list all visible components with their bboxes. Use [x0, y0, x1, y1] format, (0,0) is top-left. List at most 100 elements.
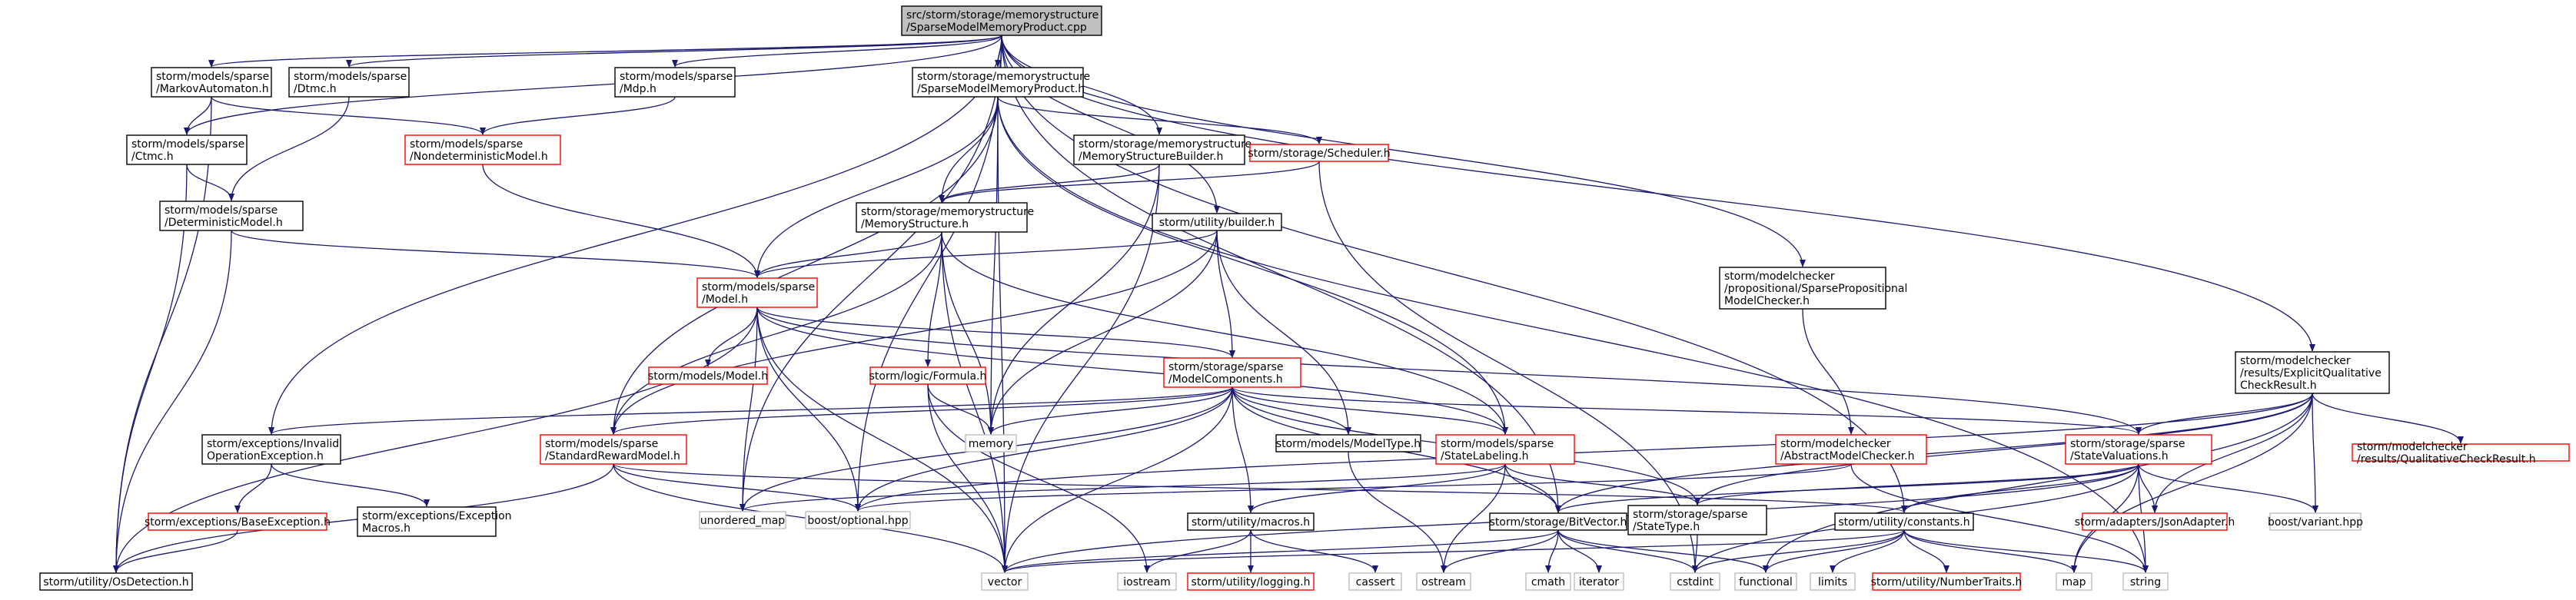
node-osdet[interactable]: storm/utility/OsDetection.h: [39, 572, 193, 591]
node-ms-box: [856, 202, 1028, 233]
node-ostream-label-line-0: ostream: [1421, 576, 1466, 588]
edge-ms-to-memory: [941, 231, 994, 435]
node-umap-label-line-0: unordered_map: [700, 515, 785, 527]
node-umap[interactable]: unordered_map: [699, 511, 786, 529]
node-stype-label-line-1: /StateType.h: [1633, 521, 1700, 533]
node-cstdint-label-line-0: cstdint: [1677, 576, 1713, 588]
node-markov[interactable]: storm/models/sparse/MarkovAutomaton.h: [151, 67, 272, 98]
node-det[interactable]: storm/models/sparse/DeterministicModel.h: [159, 201, 304, 231]
node-boptional[interactable]: boost/optional.hpp: [805, 511, 911, 529]
node-qcr[interactable]: storm/modelchecker/results/QualitativeCh…: [2352, 441, 2570, 466]
node-jsonad[interactable]: storm/adapters/JsonAdapter.h: [2075, 512, 2235, 531]
node-ms-label-line-1: /MemoryStructure.h: [861, 218, 969, 230]
edge-bitvector-to-vector: [1002, 529, 1559, 573]
node-mc[interactable]: storm/storage/sparse/ModelComponents.h: [1163, 357, 1301, 388]
node-formula[interactable]: storm/logic/Formula.h: [869, 366, 987, 385]
node-logging[interactable]: storm/utility/logging.h: [1187, 572, 1315, 591]
node-iterator[interactable]: iterator: [1574, 572, 1624, 591]
node-string[interactable]: string: [2122, 572, 2169, 591]
node-mtype-box: [1275, 434, 1421, 452]
edge-ctmc-to-det: [186, 164, 234, 201]
edge-ioe-to-baseex: [234, 463, 272, 513]
edge-formula-to-iostream: [927, 383, 1150, 573]
node-model[interactable]: storm/models/sparse/Model.h: [696, 277, 818, 308]
node-scheduler[interactable]: storm/storage/Scheduler.h: [1248, 144, 1391, 162]
node-sl[interactable]: storm/models/sparse/StateLabeling.h: [1435, 434, 1575, 465]
edge-markov-to-ctmc: [184, 96, 212, 135]
node-cstdint[interactable]: cstdint: [1670, 572, 1720, 591]
node-scheduler-box: [1249, 144, 1389, 162]
edge-bitvector-to-functional: [1557, 529, 1769, 573]
node-msb[interactable]: storm/storage/memorystructure/MemoryStru…: [1073, 134, 1251, 165]
node-map[interactable]: map: [2056, 572, 2092, 591]
node-cassert-box: [1348, 572, 1402, 591]
node-dtmc-label-line-0: storm/models/sparse: [294, 71, 407, 83]
edge-sl-to-macros: [1248, 463, 1506, 513]
node-sl-label-line-0: storm/models/sparse: [1441, 438, 1554, 450]
edge-mc-to-ioe: [268, 386, 1233, 435]
edge-builder-to-mc: [1216, 230, 1235, 358]
node-smmp_h[interactable]: storm/storage/memorystructure/SparseMode…: [912, 67, 1090, 98]
node-dtmc[interactable]: storm/models/sparse/Dtmc.h: [288, 67, 410, 98]
node-spmc[interactable]: storm/modelchecker/propositional/SparseP…: [1719, 267, 1907, 310]
edge-macros-to-iostream: [1144, 529, 1251, 573]
node-eqcr-label-line-2: CheckResult.h: [2240, 380, 2317, 392]
node-macros[interactable]: storm/utility/macros.h: [1187, 512, 1315, 531]
node-builder[interactable]: storm/utility/builder.h: [1152, 213, 1282, 231]
node-iostream-label-line-0: iostream: [1123, 576, 1171, 588]
edge-mc-to-boptional: [855, 386, 1233, 512]
node-mc-label-line-0: storm/storage/sparse: [1168, 361, 1284, 373]
edge-ms-to-srm: [610, 231, 942, 435]
node-bvariant[interactable]: boost/variant.hpp: [2268, 512, 2363, 531]
node-bitvector-label-line-0: storm/storage/BitVector.h: [1490, 516, 1627, 529]
node-stype[interactable]: storm/storage/sparse/StateType.h: [1627, 505, 1767, 535]
edge-ioe-to-exmacros: [271, 463, 430, 507]
node-model-label-line-1: /Model.h: [702, 293, 748, 306]
edge-constants-to-vector: [1002, 529, 1905, 573]
node-constants[interactable]: storm/utility/constants.h: [1834, 512, 1974, 531]
node-srm[interactable]: storm/models/sparse/StandardRewardModel.…: [540, 434, 687, 465]
node-sv[interactable]: storm/storage/sparse/StateValuations.h: [2065, 434, 2212, 465]
node-ostream[interactable]: ostream: [1416, 572, 1471, 591]
node-cassert[interactable]: cassert: [1348, 572, 1402, 591]
edge-scheduler-to-cstdint: [1318, 161, 1698, 573]
edge-spmc-to-amc: [1802, 308, 1854, 435]
edge-eqcr-to-sv: [2136, 393, 2313, 435]
node-limits-box: [1810, 572, 1856, 591]
node-det-label-line-0: storm/models/sparse: [165, 204, 278, 217]
node-numtraits[interactable]: storm/utility/NumberTraits.h: [1871, 572, 2023, 591]
node-baseex[interactable]: storm/exceptions/BaseException.h: [145, 512, 331, 531]
edge-constants-to-string: [1903, 529, 2149, 573]
node-ms[interactable]: storm/storage/memorystructure/MemoryStru…: [856, 202, 1034, 233]
node-nondet[interactable]: storm/models/sparse/NondeterministicMode…: [404, 134, 561, 165]
node-mdp[interactable]: storm/models/sparse/Mdp.h: [614, 67, 736, 98]
edge-dtmc-to-det: [228, 96, 350, 201]
node-cmath[interactable]: cmath: [1525, 572, 1571, 591]
edge-eqcr-to-jsonad: [2152, 393, 2313, 513]
edge-root-to-markov: [208, 35, 1002, 68]
edge-sl-to-umap: [740, 463, 1506, 512]
edge-eqcr-to-bitvector: [1555, 393, 2313, 513]
node-mtype[interactable]: storm/models/ModelType.h: [1275, 434, 1421, 452]
node-amc-label-line-1: /AbstractModelChecker.h: [1780, 450, 1915, 462]
node-sl-label-line-1: /StateLabeling.h: [1441, 450, 1529, 462]
node-ioe[interactable]: storm/exceptions/InvalidOperationExcepti…: [201, 434, 341, 465]
node-limits[interactable]: limits: [1810, 572, 1856, 591]
node-bitvector[interactable]: storm/storage/BitVector.h: [1489, 512, 1627, 531]
edge-eqcr-to-stype: [1694, 393, 2313, 506]
node-mdp-label-line-1: /Mdp.h: [620, 83, 656, 95]
node-vector[interactable]: vector: [981, 572, 1029, 591]
node-memory[interactable]: memory: [965, 434, 1017, 452]
node-det-label-line-1: /DeterministicModel.h: [165, 217, 283, 229]
node-sv-box: [2065, 434, 2212, 465]
node-root[interactable]: src/storm/storage/memorystructure/Sparse…: [901, 5, 1102, 36]
node-root-label-line-1: /SparseModelMemoryProduct.cpp: [906, 22, 1087, 34]
node-amc[interactable]: storm/modelchecker/AbstractModelChecker.…: [1775, 434, 1927, 465]
node-eqcr[interactable]: storm/modelchecker/results/ExplicitQuali…: [2235, 351, 2390, 394]
node-baseex-box: [148, 512, 327, 531]
node-mmodel[interactable]: storm/models/Model.h: [648, 366, 768, 385]
node-ctmc[interactable]: storm/models/sparse/Ctmc.h: [126, 134, 248, 165]
node-iostream[interactable]: iostream: [1117, 572, 1177, 591]
node-functional[interactable]: functional: [1734, 572, 1797, 591]
